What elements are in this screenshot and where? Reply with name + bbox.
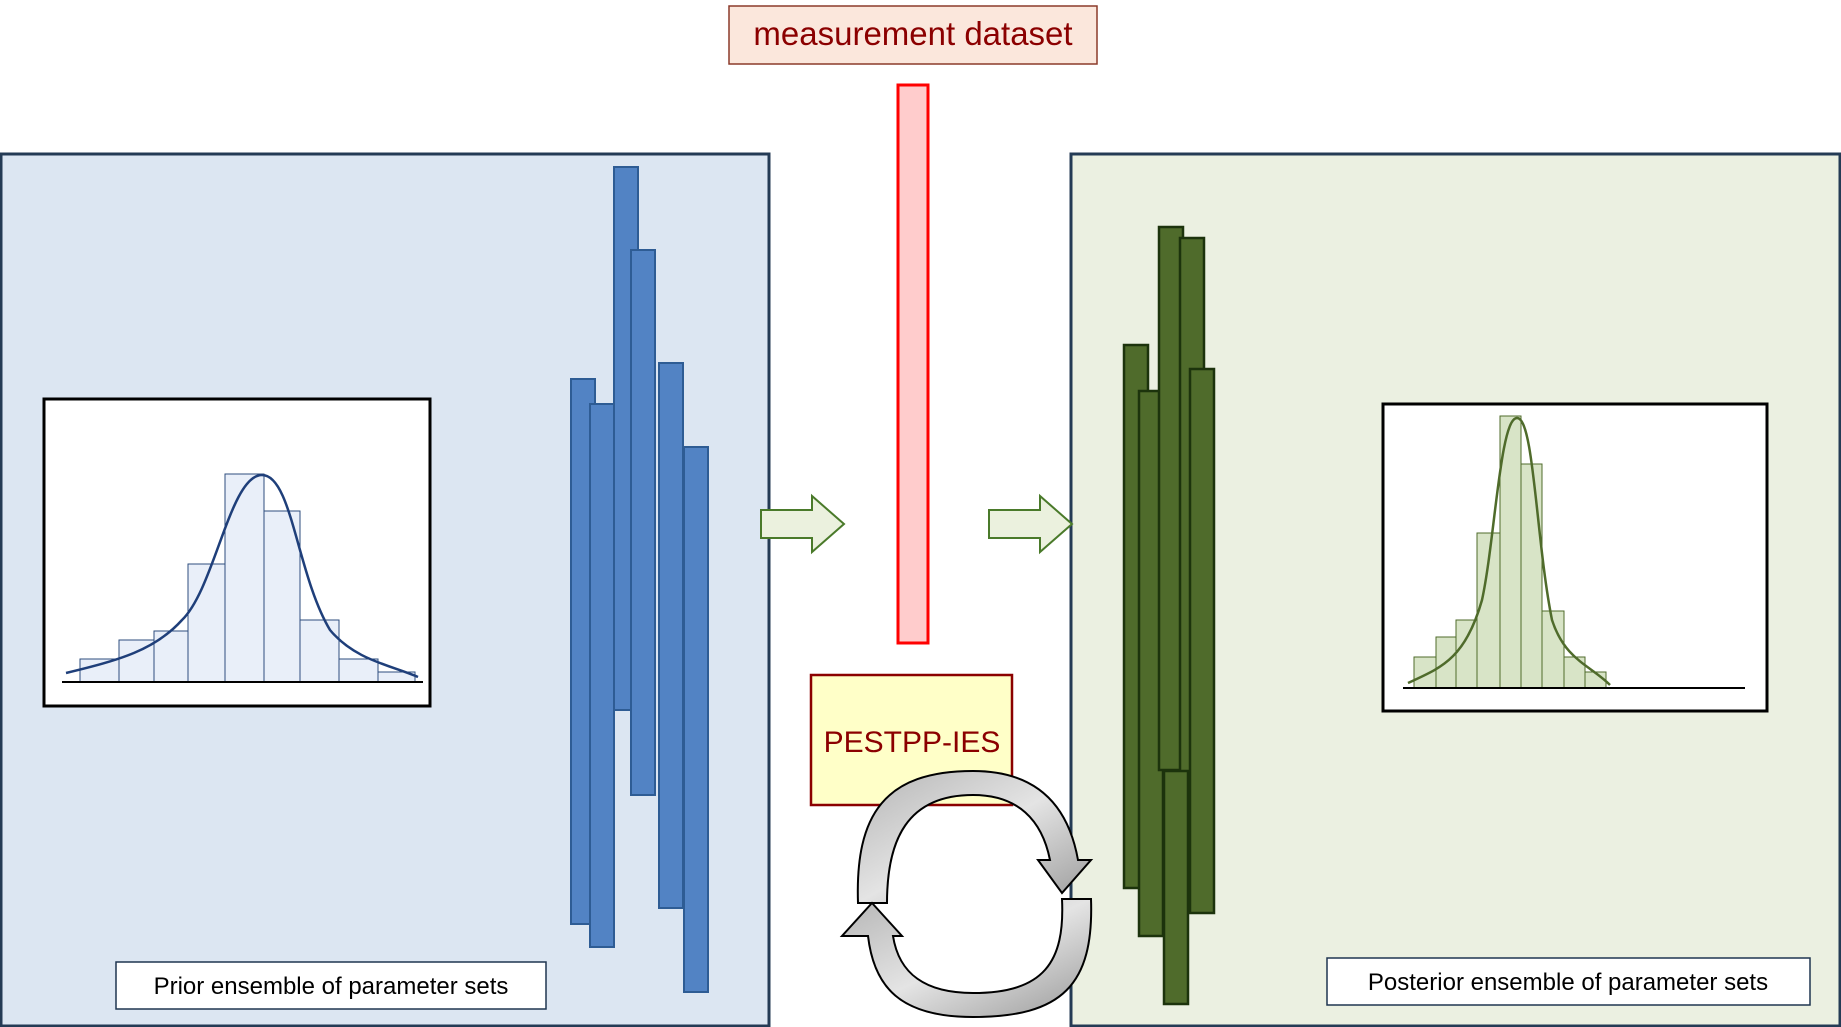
prior-to-measurement-arrow bbox=[760, 493, 846, 555]
prior-ensemble-bar bbox=[683, 446, 709, 993]
prior-hist-bar bbox=[263, 510, 301, 683]
cycle-bottom-arc bbox=[839, 898, 1093, 1019]
posterior-ensemble-bar bbox=[1188, 367, 1216, 915]
prior-caption: Prior ensemble of parameter sets bbox=[154, 973, 509, 1000]
measurement-to-posterior-arrow bbox=[988, 493, 1074, 555]
prior-histogram-chart bbox=[42, 397, 432, 708]
prior-panel: Prior ensemble of parameter sets bbox=[0, 152, 771, 1027]
posterior-caption-box bbox=[1326, 957, 1811, 1006]
circular-refresh-arrows-icon bbox=[839, 769, 1094, 1019]
posterior-distribution-curve bbox=[1407, 416, 1611, 686]
posterior-ensemble-bar bbox=[1162, 769, 1190, 1006]
prior-ensemble-bars bbox=[570, 166, 709, 993]
prior-ensemble-bar bbox=[658, 362, 684, 909]
measurement-dataset: measurement dataset bbox=[728, 5, 1098, 645]
engine-label: PESTPP-IES bbox=[824, 726, 1001, 759]
posterior-panel: Posterior ensemble of parameter sets bbox=[1069, 152, 1841, 1027]
posterior-histogram-chart bbox=[1381, 402, 1769, 713]
prior-hist-bar bbox=[224, 473, 265, 683]
measurement-data-bar bbox=[896, 83, 930, 645]
prior-ensemble-bar bbox=[589, 403, 615, 948]
posterior-histogram-bars bbox=[1413, 415, 1607, 689]
prior-hist-bar bbox=[338, 658, 379, 683]
measurement-label: measurement dataset bbox=[753, 15, 1072, 52]
prior-caption-box bbox=[115, 961, 547, 1010]
posterior-caption: Posterior ensemble of parameter sets bbox=[1368, 969, 1768, 996]
prior-ensemble-bar bbox=[630, 249, 656, 796]
prior-hist-bar bbox=[79, 658, 120, 683]
prior-hist-bar bbox=[187, 563, 226, 683]
cycle-top-arc bbox=[856, 769, 1094, 904]
measurement-label-box bbox=[728, 5, 1098, 65]
posterior-hist-bar bbox=[1455, 619, 1478, 689]
prior-distribution-curve bbox=[65, 473, 419, 679]
posterior-hist-bar bbox=[1413, 656, 1437, 689]
posterior-ensemble-bars bbox=[1122, 225, 1216, 1006]
prior-hist-bar bbox=[299, 619, 340, 683]
posterior-hist-bar bbox=[1520, 463, 1543, 689]
